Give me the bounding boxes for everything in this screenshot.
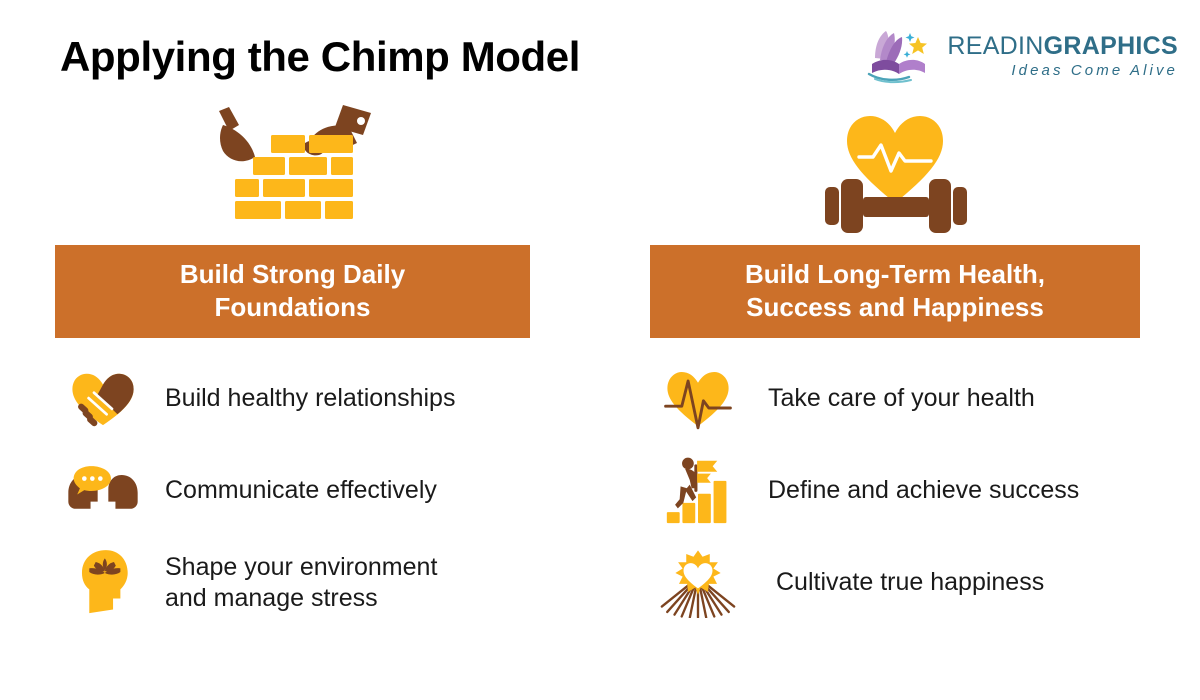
bullet-line: Take care of your health bbox=[768, 384, 1035, 413]
logo-wordmark: READINGRAPHICS Ideas Come Alive bbox=[947, 33, 1178, 78]
logo-word-bold: GRAPHICS bbox=[1043, 32, 1178, 61]
banner-long-term: Build Long-Term Health, Success and Happ… bbox=[650, 245, 1140, 338]
banner-line-1: Build Long-Term Health, bbox=[745, 259, 1045, 289]
bullet-label: Build healthy relationships bbox=[151, 383, 455, 414]
bullet-label: Take care of your health bbox=[746, 383, 1035, 414]
bullet-line: Cultivate true happiness bbox=[776, 568, 1045, 597]
column-long-term: Build Long-Term Health, Success and Happ… bbox=[650, 100, 1140, 636]
column-foundations: Build Strong Daily Foundations bbox=[55, 100, 530, 636]
logo-tagline: Ideas Come Alive bbox=[1011, 61, 1178, 79]
bullet-item-health: Take care of your health bbox=[650, 360, 1140, 438]
logo-word: READINGRAPHICS bbox=[947, 33, 1178, 59]
page-title: Applying the Chimp Model bbox=[60, 33, 581, 80]
bullet-item-relationships: Build healthy relationships bbox=[55, 360, 530, 438]
brick-wall-trowel-icon bbox=[55, 100, 530, 235]
bullet-line: and manage stress bbox=[165, 584, 378, 612]
readingraphics-logo: READINGRAPHICS Ideas Come Alive bbox=[865, 28, 1178, 84]
banner-line-1: Build Strong Daily bbox=[179, 259, 406, 289]
bullet-item-happiness: Cultivate true happiness bbox=[650, 544, 1140, 622]
bullet-label: Define and achieve success bbox=[746, 475, 1079, 506]
banner-line-2: Foundations bbox=[214, 291, 371, 322]
head-with-lotus-icon bbox=[55, 547, 151, 619]
banner-foundations: Build Strong Daily Foundations bbox=[55, 245, 530, 338]
heart-heartbeat-dumbbell-icon bbox=[650, 100, 1140, 235]
sun-with-heart-rays-icon bbox=[650, 548, 746, 618]
bullet-list-foundations: Build healthy relationships bbox=[55, 360, 530, 622]
heart-with-ecg-line-icon bbox=[650, 366, 746, 432]
handshake-heart-icon bbox=[55, 367, 151, 431]
bullet-line: Communicate effectively bbox=[165, 476, 437, 505]
bullet-item-environment: Shape your environment and manage stress bbox=[55, 544, 530, 622]
bullet-list-long-term: Take care of your health bbox=[650, 360, 1140, 622]
bullet-label: Communicate effectively bbox=[151, 475, 437, 506]
bullet-line: Define and achieve success bbox=[768, 476, 1080, 505]
two-heads-speech-bubble-icon bbox=[55, 462, 151, 520]
person-climbing-bar-chart-flag-icon bbox=[650, 455, 746, 527]
bullet-label: Cultivate true happiness bbox=[746, 567, 1044, 598]
open-book-with-stars-logo-icon bbox=[865, 28, 937, 84]
logo-word-light: READIN bbox=[947, 32, 1044, 61]
bullet-item-communicate: Communicate effectively bbox=[55, 452, 530, 530]
bullet-item-success: Define and achieve success bbox=[650, 452, 1140, 530]
bullet-line: Build healthy relationships bbox=[165, 384, 456, 413]
banner-line-2: Success and Happiness bbox=[746, 291, 1044, 322]
bullet-label: Shape your environment and manage stress bbox=[151, 552, 437, 615]
bullet-line: Shape your environment bbox=[165, 552, 438, 581]
